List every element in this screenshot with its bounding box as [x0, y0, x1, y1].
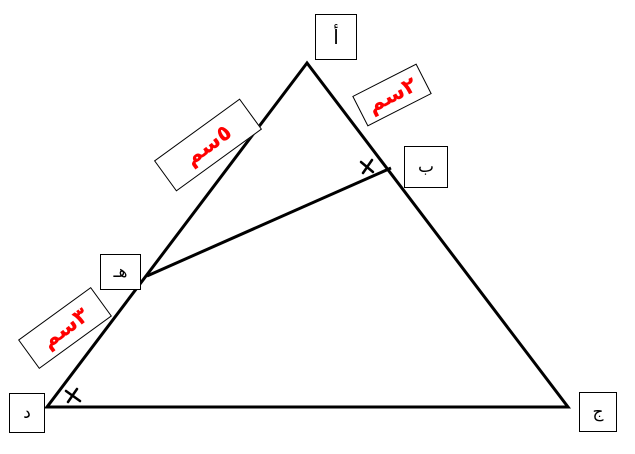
vertex-label-c: ج	[579, 392, 617, 432]
vertex-label-b: ب	[404, 146, 448, 188]
segment-h-b	[146, 166, 392, 278]
angle-mark-b	[359, 158, 375, 175]
triangle-a-d-c	[43, 60, 572, 409]
vertex-label-a: أ	[315, 14, 357, 60]
vertex-label-h: هـ	[100, 254, 141, 290]
angle-mark-d	[64, 387, 82, 404]
vertex-label-d: د	[9, 393, 45, 433]
